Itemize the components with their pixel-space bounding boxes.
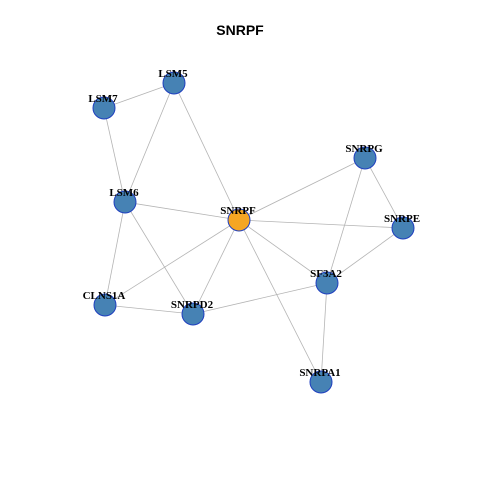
- edge-snrpf-snrpd2: [192, 219, 240, 315]
- node-clns1a[interactable]: [93, 293, 117, 317]
- node-snrpf[interactable]: [227, 208, 251, 232]
- node-label-clns1a: CLNS1A: [83, 290, 126, 302]
- node-label-lsm6: LSM6: [109, 187, 139, 199]
- edge-snrpe-sf3a2: [326, 227, 404, 284]
- node-label-sf3a2: SF3A2: [310, 268, 342, 280]
- edge-lsm7-lsm6: [103, 107, 126, 203]
- node-lsm7[interactable]: [92, 96, 116, 120]
- node-snrpg[interactable]: [353, 146, 377, 170]
- node-label-snrpf: SNRPF: [220, 205, 256, 217]
- node-layer: [92, 71, 415, 394]
- edge-snrpf-snrpg: [238, 157, 366, 221]
- node-label-snrpg: SNRPG: [345, 143, 383, 155]
- edge-lsm6-snrpf: [124, 201, 240, 221]
- node-label-lsm7: LSM7: [88, 93, 118, 105]
- edge-lsm5-lsm6: [124, 82, 175, 203]
- diagram-title: SNRPF: [216, 22, 264, 38]
- edge-snrpf-clns1a: [104, 219, 240, 306]
- edge-lsm6-clns1a: [104, 201, 126, 306]
- edge-clns1a-snrpd2: [104, 304, 194, 315]
- edge-sf3a2-snrpd2: [192, 282, 328, 315]
- edge-lsm5-snrpf: [173, 82, 240, 221]
- node-lsm6[interactable]: [113, 190, 137, 214]
- edge-lsm6-snrpd2: [124, 201, 194, 315]
- node-snrpa1[interactable]: [309, 370, 333, 394]
- node-label-snrpe: SNRPE: [384, 213, 420, 225]
- edge-snrpg-snrpe: [364, 157, 404, 229]
- node-lsm5[interactable]: [162, 71, 186, 95]
- edge-layer: [103, 82, 404, 383]
- edge-snrpg-sf3a2: [326, 157, 366, 284]
- node-label-snrpd2: SNRPD2: [171, 299, 214, 311]
- node-label-snrpa1: SNRPA1: [299, 367, 340, 379]
- edge-snrpf-snrpa1: [238, 219, 322, 383]
- edge-lsm7-lsm5: [103, 82, 175, 109]
- edge-snrpf-snrpe: [238, 219, 404, 229]
- node-sf3a2[interactable]: [315, 271, 339, 295]
- edge-sf3a2-snrpa1: [320, 282, 328, 383]
- node-label-lsm5: LSM5: [158, 68, 188, 80]
- node-snrpd2[interactable]: [181, 302, 205, 326]
- node-snrpe[interactable]: [391, 216, 415, 240]
- edge-snrpf-sf3a2: [238, 219, 328, 284]
